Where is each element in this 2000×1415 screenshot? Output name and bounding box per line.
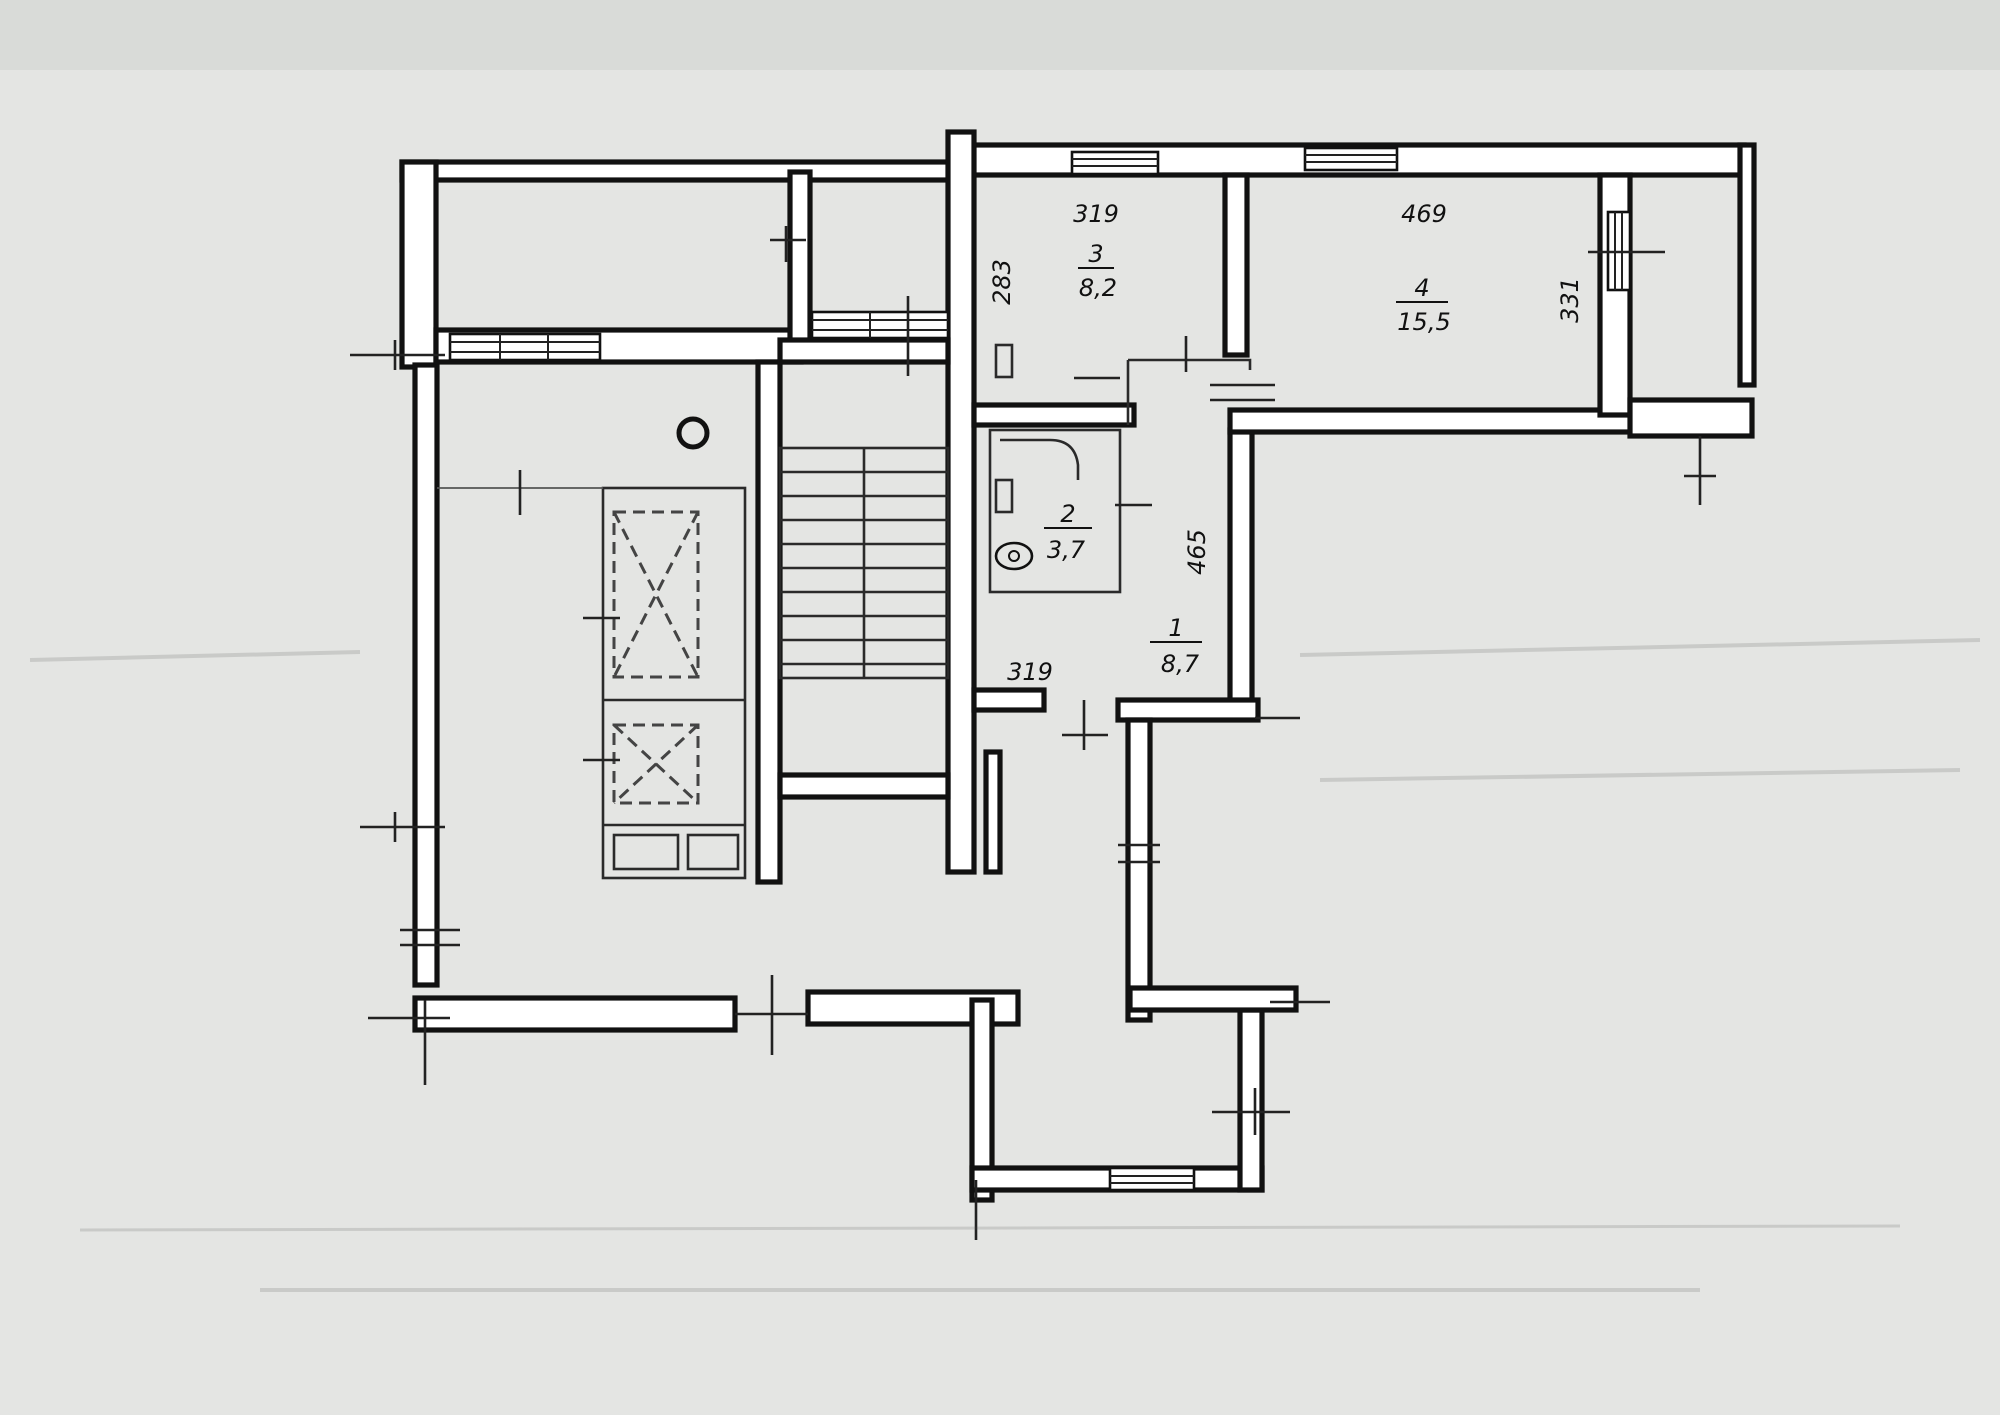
wall-far-right (1737, 142, 1757, 388)
room-label-3: 3 8,2 (1078, 240, 1117, 302)
window-loggia-left (448, 332, 602, 362)
room-area-3: 8,2 (1079, 274, 1117, 302)
paper-shadow (0, 0, 2000, 70)
room-area-4: 15,5 (1397, 308, 1450, 336)
dim-hall-depth: 465 (1183, 529, 1211, 575)
room-number-1: 1 (1168, 614, 1183, 642)
room-area-1: 8,7 (1161, 650, 1200, 678)
bathroom-fixtures (988, 343, 1252, 594)
wall-stair-left (755, 359, 783, 885)
window-room4 (1303, 146, 1399, 172)
wall-hall-bottom-right (1115, 697, 1261, 723)
windows (448, 146, 1632, 1192)
dim-room4-width: 469 (1401, 200, 1447, 228)
walls (399, 129, 1757, 1203)
wall-left-lower (412, 362, 440, 988)
elevator-shaft-small (612, 723, 700, 805)
window-stair-top (810, 310, 950, 340)
sink-icon (994, 343, 1014, 379)
dim-room4-depth: 331 (1556, 277, 1584, 323)
dim-hall-width: 319 (1007, 658, 1053, 686)
room-label-2: 2 3,7 (1044, 500, 1092, 564)
wall-left-upper (399, 159, 439, 370)
washbasin-icon (994, 478, 1014, 514)
wall-hall-right (1227, 427, 1255, 713)
room-number-3: 3 (1088, 240, 1103, 268)
room-labels: 3 8,2 4 15,5 2 3,7 1 8,7 (1044, 240, 1451, 678)
wall-corridor-inner (983, 749, 1003, 875)
vent-circle-icon (676, 416, 710, 450)
window-room3 (1070, 150, 1160, 176)
room-label-4: 4 15,5 (1396, 274, 1451, 336)
wall-central-spine (945, 129, 977, 875)
wall-bottom-protrusion-left (969, 997, 995, 1203)
staircase (778, 446, 950, 680)
scan-artifacts (29, 638, 1981, 1292)
dimension-labels: 319 469 283 331 465 319 (988, 200, 1584, 686)
room-number-2: 2 (1060, 500, 1075, 528)
wall-loggia-divider (787, 169, 813, 345)
room-number-4: 4 (1414, 274, 1429, 302)
door-markers (350, 226, 1716, 1240)
wall-bottom-protrusion-right (1237, 1007, 1265, 1193)
dim-room3-width: 319 (1073, 200, 1119, 228)
wall-bottom-left (412, 995, 738, 1033)
elevator-shafts (437, 416, 747, 880)
dim-room3-depth: 283 (988, 259, 1016, 305)
window-bottom-protrusion (1108, 1166, 1196, 1192)
wall-room3-right (1222, 172, 1250, 358)
wall-stair-top (777, 337, 951, 365)
wall-bath-top (971, 402, 1137, 428)
wall-corridor-left (1125, 717, 1153, 1023)
room-label-1: 1 8,7 (1150, 614, 1202, 678)
wall-stair-bottom (777, 772, 951, 800)
bathtub-icon (1000, 438, 1080, 480)
elevator-shaft-large (612, 510, 700, 679)
wall-top-left (399, 159, 965, 183)
room-area-2: 3,7 (1047, 536, 1086, 564)
wall-hall-bottom-left (971, 687, 1047, 713)
wall-corridor-bottom (1127, 985, 1299, 1013)
toilet-icon (994, 541, 1034, 571)
wall-far-right-bottom (1627, 397, 1755, 439)
